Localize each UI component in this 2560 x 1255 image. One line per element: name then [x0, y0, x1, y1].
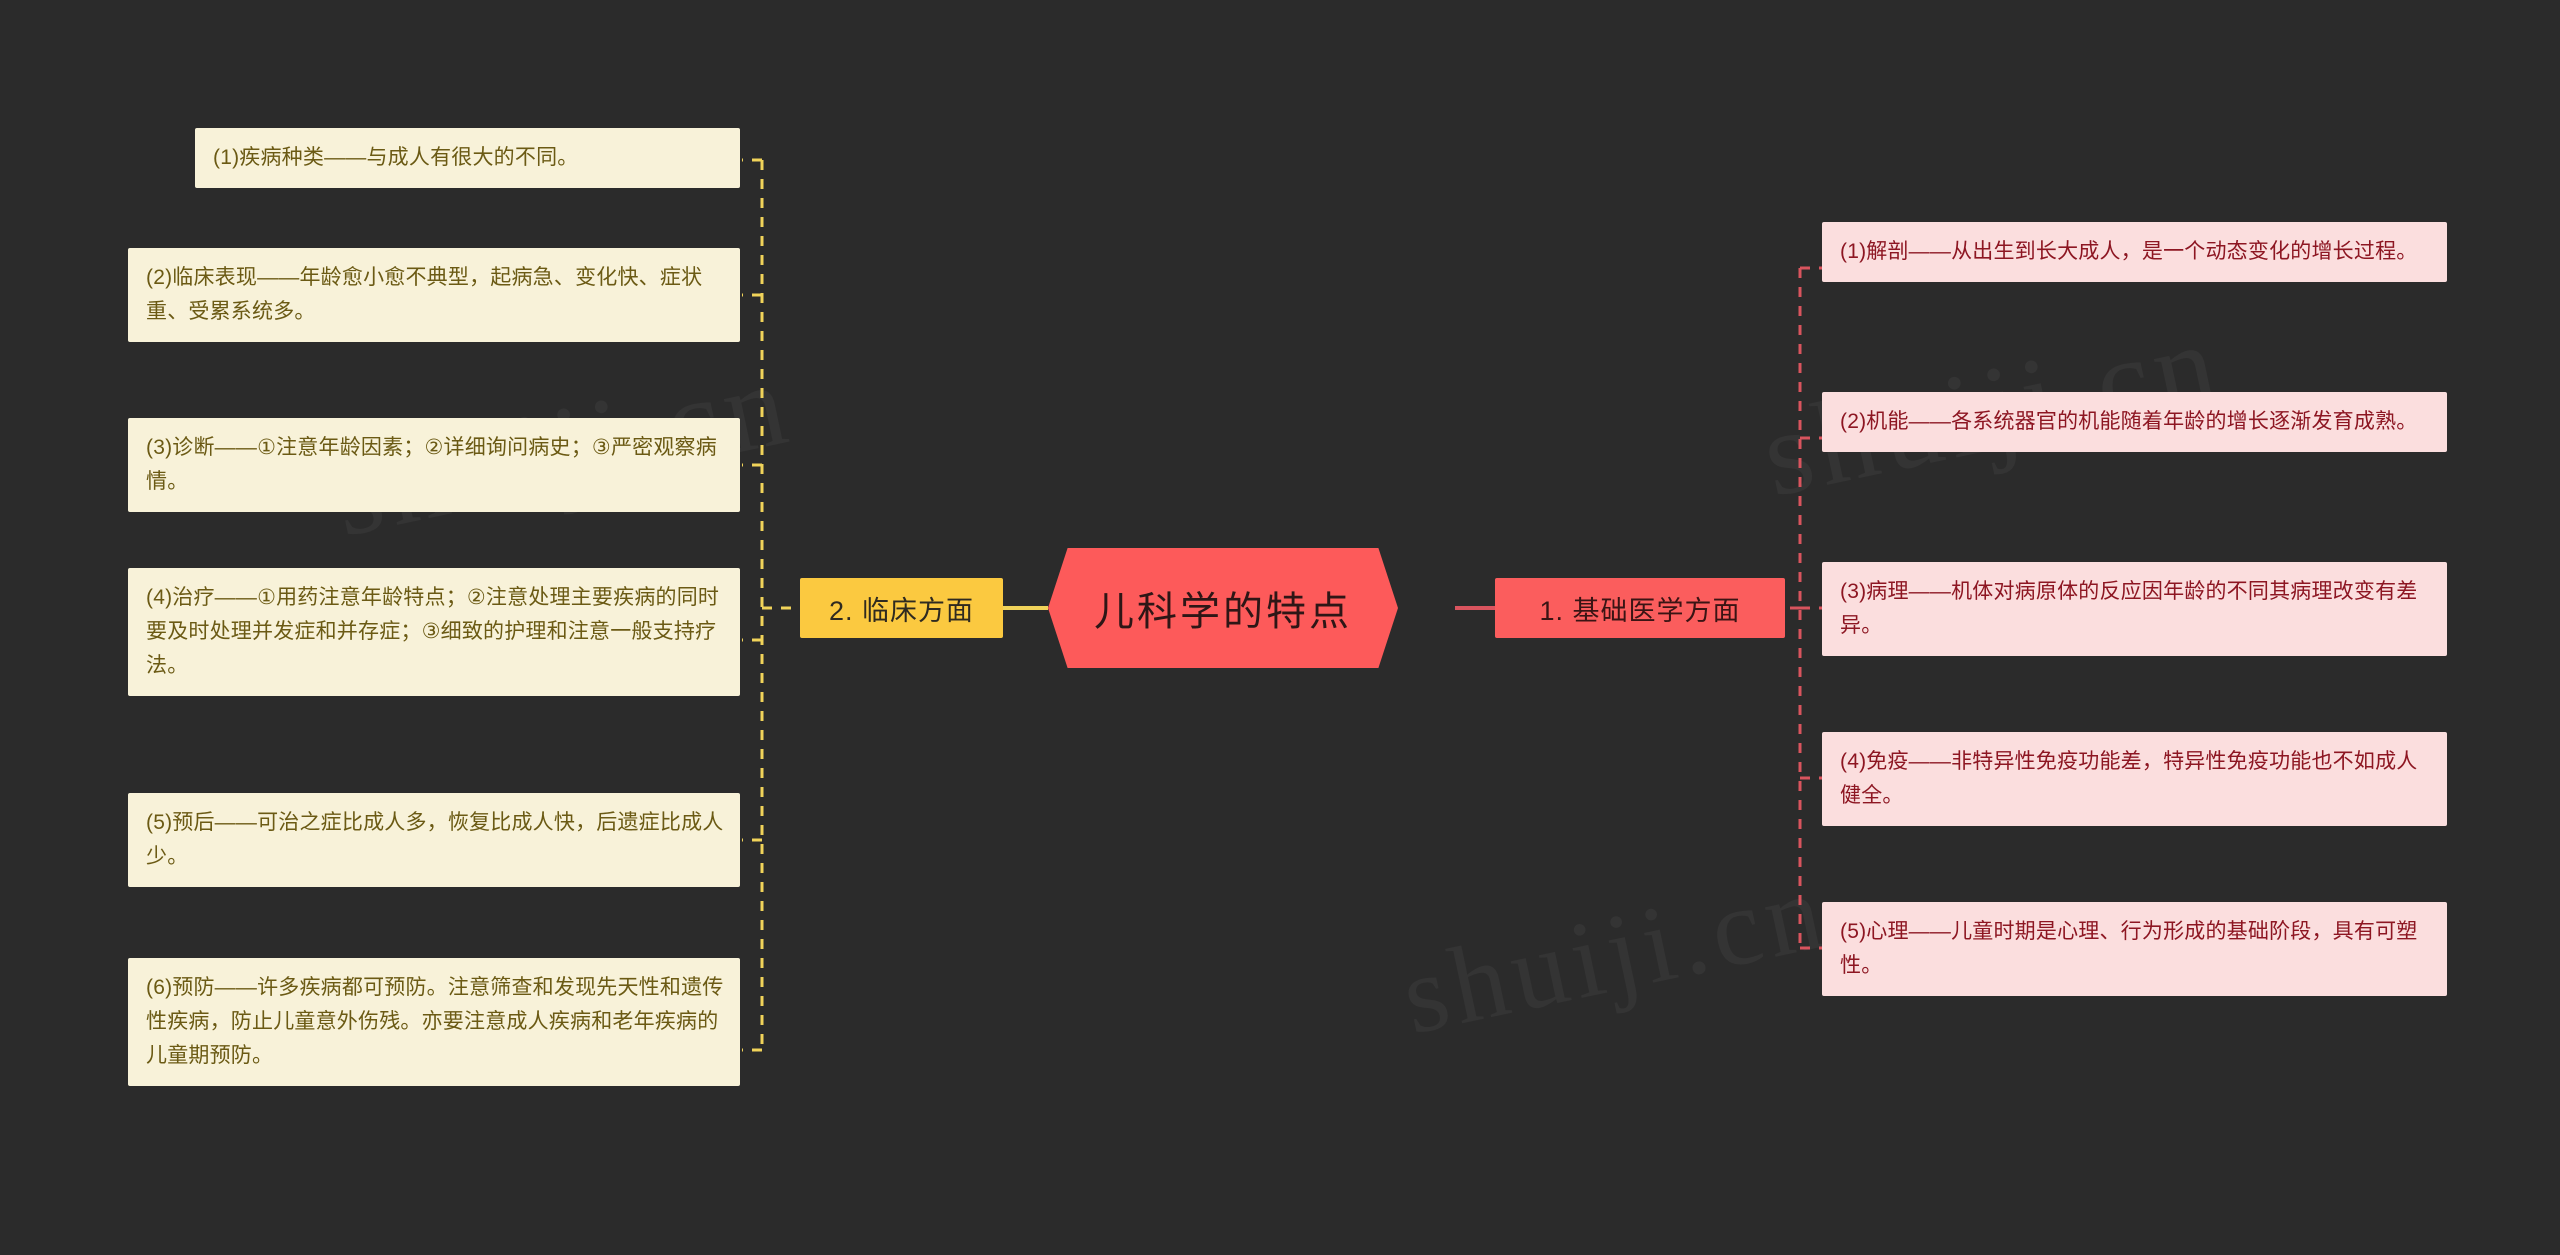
leaf-clinical-6-label: (6)预防——许多疾病都可预防。注意筛查和发现先天性和遗传性疾病，防止儿童意外伤…	[146, 976, 724, 1068]
leaf-clinical-1-label: (1)疾病种类——与成人有很大的不同。	[213, 146, 579, 169]
leaf-basic-2[interactable]: (2)机能——各系统器官的机能随着年龄的增长逐渐发育成熟。	[1822, 392, 2447, 453]
leaf-clinical-5[interactable]: (5)预后——可治之症比成人多，恢复比成人快，后遗症比成人少。	[128, 793, 740, 888]
leaf-clinical-4[interactable]: (4)治疗——①用药注意年龄特点；②注意处理主要疾病的同时要及时处理并发症和并存…	[128, 568, 740, 697]
leaf-basic-3-label: (3)病理——机体对病原体的反应因年龄的不同其病理改变有差异。	[1840, 580, 2418, 638]
leaf-clinical-3[interactable]: (3)诊断——①注意年龄因素；②详细询问病史；③严密观察病情。	[128, 418, 740, 513]
branch-header-clinical-label: 2. 临床方面	[828, 595, 975, 626]
leaf-basic-5[interactable]: (5)心理——儿童时期是心理、行为形成的基础阶段，具有可塑性。	[1822, 902, 2447, 997]
leaf-clinical-2[interactable]: (2)临床表现——年龄愈小愈不典型，起病急、变化快、症状重、受累系统多。	[128, 248, 740, 343]
leaf-clinical-6[interactable]: (6)预防——许多疾病都可预防。注意筛查和发现先天性和遗传性疾病，防止儿童意外伤…	[128, 958, 740, 1087]
leaf-clinical-1[interactable]: (1)疾病种类——与成人有很大的不同。	[195, 128, 740, 189]
leaf-clinical-4-label: (4)治疗——①用药注意年龄特点；②注意处理主要疾病的同时要及时处理并发症和并存…	[146, 586, 720, 678]
center-node[interactable]: 儿科学的特点	[1048, 548, 1398, 668]
branch-header-basic-medicine-label: 1. 基础医学方面	[1539, 595, 1741, 626]
leaf-basic-1-label: (1)解剖——从出生到长大成人，是一个动态变化的增长过程。	[1840, 240, 2418, 263]
leaf-clinical-5-label: (5)预后——可治之症比成人多，恢复比成人快，后遗症比成人少。	[146, 811, 724, 869]
leaf-clinical-2-label: (2)临床表现——年龄愈小愈不典型，起病急、变化快、症状重、受累系统多。	[146, 266, 703, 324]
branch-header-clinical[interactable]: 2. 临床方面	[800, 578, 1003, 638]
leaf-basic-5-label: (5)心理——儿童时期是心理、行为形成的基础阶段，具有可塑性。	[1840, 920, 2418, 978]
leaf-basic-4[interactable]: (4)免疫——非特异性免疫功能差，特异性免疫功能也不如成人健全。	[1822, 732, 2447, 827]
leaf-basic-1[interactable]: (1)解剖——从出生到长大成人，是一个动态变化的增长过程。	[1822, 222, 2447, 283]
branch-header-basic-medicine[interactable]: 1. 基础医学方面	[1495, 578, 1785, 638]
left-connectors	[742, 158, 800, 1052]
leaf-basic-2-label: (2)机能——各系统器官的机能随着年龄的增长逐渐发育成熟。	[1840, 410, 2418, 433]
center-node-label: 儿科学的特点	[1094, 590, 1352, 634]
leaf-clinical-3-label: (3)诊断——①注意年龄因素；②详细询问病史；③严密观察病情。	[146, 436, 717, 494]
leaf-basic-3[interactable]: (3)病理——机体对病原体的反应因年龄的不同其病理改变有差异。	[1822, 562, 2447, 657]
leaf-basic-4-label: (4)免疫——非特异性免疫功能差，特异性免疫功能也不如成人健全。	[1840, 750, 2418, 808]
